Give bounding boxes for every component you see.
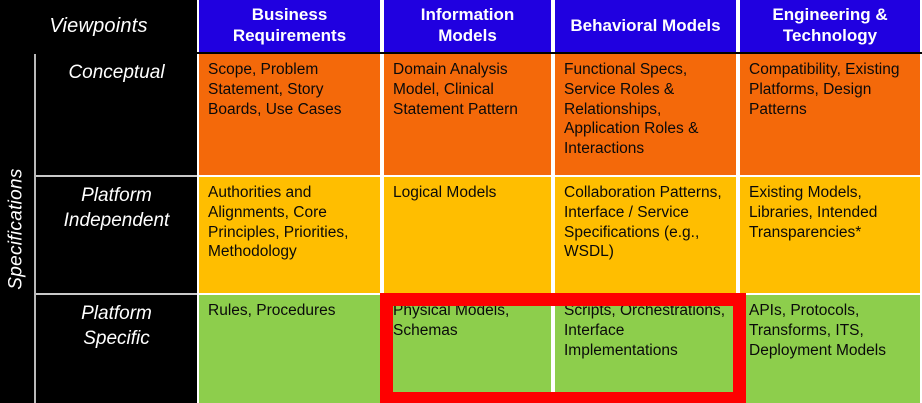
row-label-platform-specific: Platform Specific <box>36 295 197 403</box>
row-label-platform-independent: Platform Independent <box>36 177 197 295</box>
row-label-text: Platform Independent <box>63 185 170 231</box>
column-header-engineering-technology: Engineering &Technology <box>738 0 922 52</box>
column-header-label: Engineering &Technology <box>772 5 888 45</box>
cell-platform-specific-information-models: Physical Models, Schemas <box>382 295 553 403</box>
cell-text: Domain Analysis Model, Clinical Statemen… <box>393 61 518 118</box>
cell-platform-specific-business-requirements: Rules, Procedures <box>197 295 382 403</box>
cell-text: Authorities and Alignments, Core Princip… <box>208 184 349 261</box>
cell-platform-independent-information-models: Logical Models <box>382 177 553 295</box>
cell-text: Collaboration Patterns, Interface / Serv… <box>564 184 722 261</box>
cell-text: Logical Models <box>393 184 497 201</box>
cell-platform-independent-behavioral-models: Collaboration Patterns, Interface / Serv… <box>553 177 738 295</box>
cell-text: Scripts, Orchestrations, Interface Imple… <box>564 302 726 359</box>
specifications-rail-label: Specifications <box>6 167 27 290</box>
cell-text: Rules, Procedures <box>208 302 336 319</box>
cell-conceptual-behavioral-models: Functional Specs, Service Roles & Relati… <box>553 54 738 177</box>
cell-conceptual-engineering-technology: Compatibility, Existing Platforms, Desig… <box>738 54 922 177</box>
row-label-text: Platform Specific <box>81 303 152 349</box>
column-header-behavioral-models: Behavioral Models <box>553 0 738 52</box>
cell-conceptual-information-models: Domain Analysis Model, Clinical Statemen… <box>382 54 553 177</box>
column-header-label: Behavioral Models <box>570 15 721 35</box>
cell-text: Scope, Problem Statement, Story Boards, … <box>208 61 342 118</box>
cell-platform-specific-engineering-technology: APIs, Protocols, Transforms, ITS, Deploy… <box>738 295 922 403</box>
cell-text: Physical Models, Schemas <box>393 302 510 339</box>
cell-text: Compatibility, Existing Platforms, Desig… <box>749 61 900 118</box>
cell-platform-independent-engineering-technology: Existing Models, Libraries, Intended Tra… <box>738 177 922 295</box>
corner-label: Viewpoints <box>49 14 148 37</box>
cell-platform-specific-behavioral-models: Scripts, Orchestrations, Interface Imple… <box>553 295 738 403</box>
row-label-conceptual: Conceptual <box>36 54 197 177</box>
cell-text: Functional Specs, Service Roles & Relati… <box>564 61 699 158</box>
matrix-corner-header: Viewpoints <box>0 0 197 52</box>
specifications-rail: Specifications <box>0 54 36 403</box>
cell-conceptual-business-requirements: Scope, Problem Statement, Story Boards, … <box>197 54 382 177</box>
cell-platform-independent-business-requirements: Authorities and Alignments, Core Princip… <box>197 177 382 295</box>
cell-text: Existing Models, Libraries, Intended Tra… <box>749 184 878 241</box>
row-label-text: Conceptual <box>68 62 165 83</box>
cell-text: APIs, Protocols, Transforms, ITS, Deploy… <box>749 302 886 359</box>
